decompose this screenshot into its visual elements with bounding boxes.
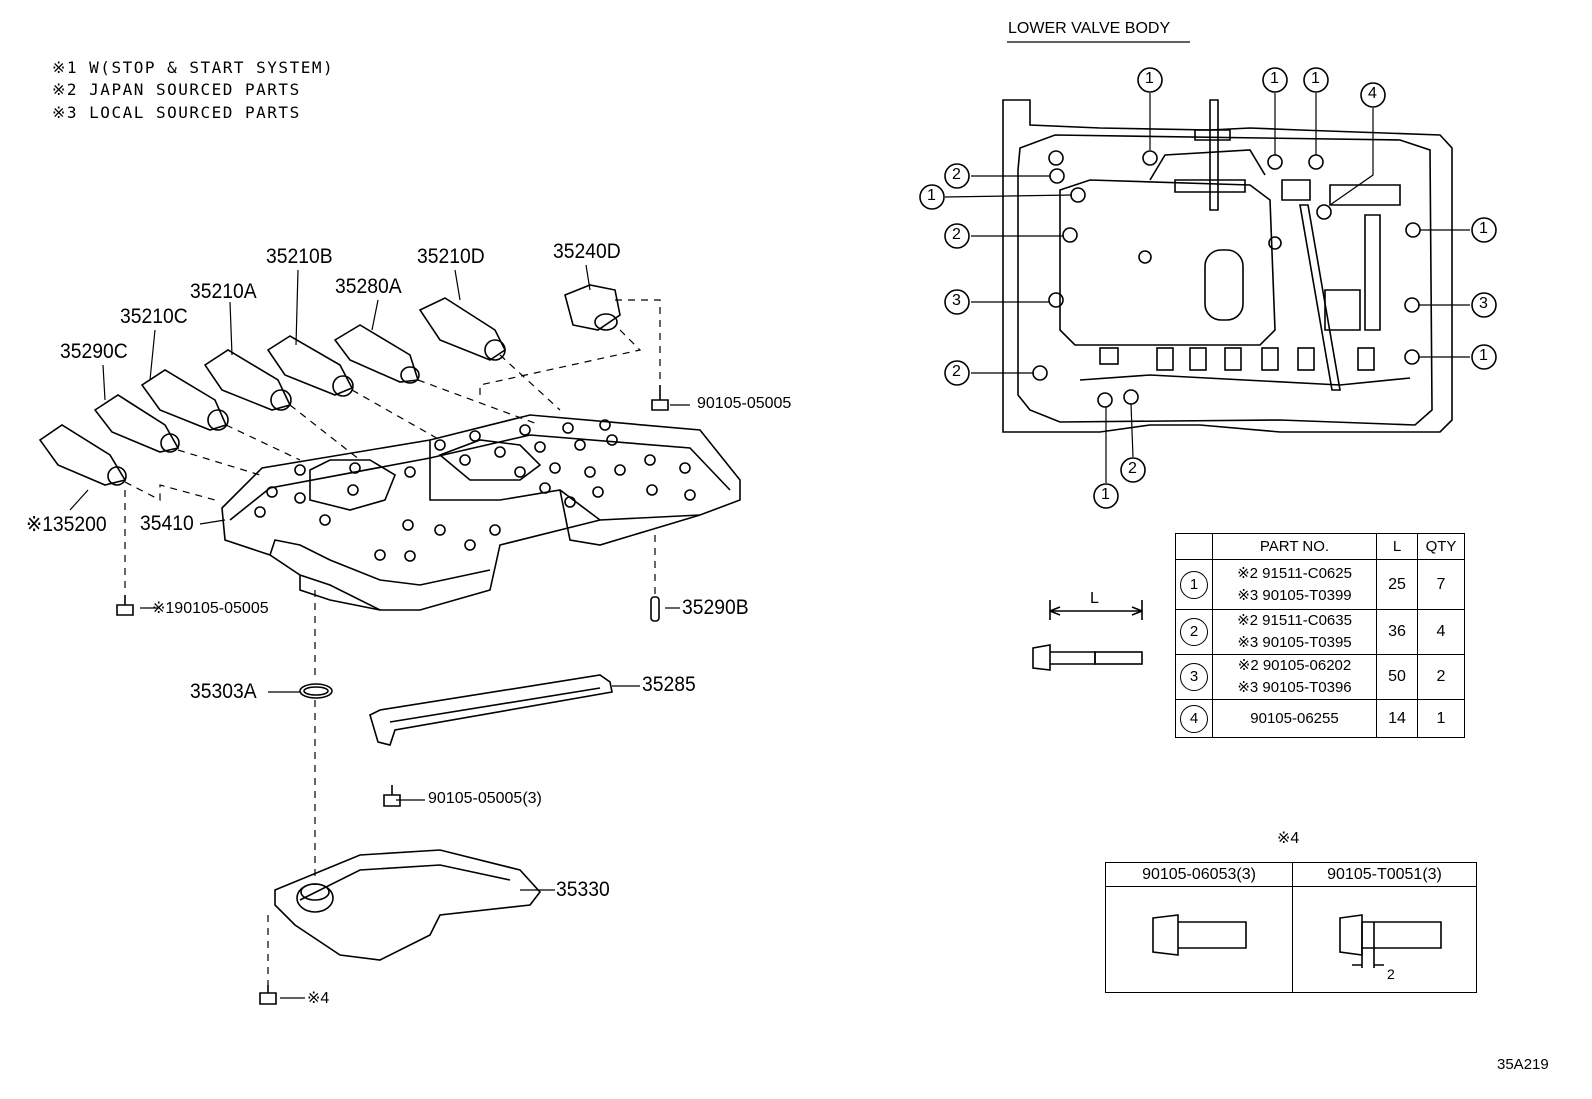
lvb-callout-number: 1 (1479, 347, 1488, 364)
note4-marker: ※4 (1277, 830, 1300, 847)
view-title: LOWER VALVE BODY (1008, 20, 1171, 37)
row-number: 1 (1180, 570, 1208, 599)
label-35285: 35285 (642, 673, 696, 696)
row-number: 3 (1180, 663, 1208, 691)
figure-code: 35A219 (1497, 1056, 1549, 1073)
lvb-callout-number: 1 (1270, 70, 1279, 87)
label-bolt-90105-05005-left: ※190105-05005 (152, 600, 269, 617)
bracket-35285 (369, 674, 613, 746)
bolt-spec-table: PART NO. L QTY 1 ※2 91511-C0625 ※3 90105-… (1175, 533, 1465, 738)
table-row: 4 90105-06255 14 1 (1175, 699, 1465, 738)
table-row: 2 ※2 91511-C0635 ※3 90105-T0395 36 4 (1175, 609, 1465, 655)
part-number: ※3 90105-T0399 (1237, 586, 1352, 604)
strainer-35330 (274, 849, 542, 961)
lvb-callout-number: 1 (1145, 70, 1154, 87)
note4-bolt-table: 90105-06053(3) 90105-T0051(3) (1105, 862, 1477, 993)
label-35200: ※135200 (26, 513, 107, 536)
label-35330: 35330 (556, 878, 610, 901)
lvb-bolt-heads (1032, 150, 1421, 408)
part-number: ※3 90105-T0395 (1237, 634, 1352, 651)
label-35240d: 35240D (553, 240, 621, 263)
col-header-l: L (1376, 533, 1418, 560)
label-35290b: 35290B (682, 596, 749, 619)
qty-value: 1 (1417, 699, 1465, 738)
note4-col-header: 90105-T0051(3) (1292, 862, 1477, 887)
body-bolt-heads (254, 419, 696, 562)
upper-valve-body-drawing (38, 264, 741, 1005)
label-35280a: 35280A (335, 275, 402, 298)
pin-35290b (650, 596, 660, 622)
note4-col-header: 90105-06053(3) (1105, 862, 1293, 887)
lower-valve-body-drawing (919, 41, 1497, 509)
part-number: ※2 91511-C0635 (1237, 612, 1352, 629)
table-corner (1175, 533, 1213, 560)
qty-value: 4 (1417, 609, 1465, 655)
col-header-qty: QTY (1417, 533, 1465, 560)
part-number: ※3 90105-T0396 (1237, 679, 1352, 696)
label-bolt-90105-05005-top: 90105-05005 (697, 395, 792, 412)
bolt-length-dim-label: L (1090, 590, 1099, 607)
bolt-length-sketch (1032, 600, 1143, 671)
label-35210a: 35210A (190, 280, 257, 303)
small-bolts (116, 385, 669, 1005)
lvb-leaders (944, 93, 1470, 483)
lvb-callout-number: 2 (952, 226, 961, 243)
part-number: ※2 90105-06202 (1237, 657, 1352, 674)
lvb-callout-number: 4 (1368, 85, 1377, 102)
row-number: 4 (1180, 704, 1208, 733)
label-35410: 35410 (140, 512, 194, 535)
col-header-part-no: PART NO. (1212, 533, 1377, 560)
note4-dim-label: 2 (1387, 966, 1395, 982)
lvb-callout-number: 1 (927, 187, 936, 204)
label-bolt-90105-05005-3: 90105-05005(3) (428, 790, 542, 807)
label-35210d: 35210D (417, 245, 485, 268)
note-2: ※2 JAPAN SOURCED PARTS (52, 80, 301, 99)
label-note4-bolt: ※4 (307, 990, 330, 1007)
label-35303a: 35303A (190, 680, 257, 703)
length-value: 14 (1376, 699, 1418, 738)
lvb-callout-number: 3 (952, 292, 961, 309)
label-35210b: 35210B (266, 245, 333, 268)
lvb-callout-number: 2 (952, 363, 961, 380)
length-value: 25 (1376, 559, 1418, 610)
table-row: 3 ※2 90105-06202 ※3 90105-T0396 50 2 (1175, 654, 1465, 700)
lvb-circles (919, 67, 1497, 509)
assembly-lines (124, 299, 661, 985)
o-ring-35303a (299, 683, 333, 699)
row-number: 2 (1180, 618, 1208, 646)
table-row: 1 ※2 91511-C0625 ※3 90105-T0399 25 7 (1175, 559, 1465, 610)
label-35290c: 35290C (60, 340, 128, 363)
qty-value: 7 (1417, 559, 1465, 610)
part-number: 90105-06255 (1250, 709, 1339, 727)
length-value: 50 (1376, 654, 1418, 700)
lvb-callout-number: 3 (1479, 295, 1488, 312)
lvb-callout-number: 1 (1101, 486, 1110, 503)
lvb-callout-number: 1 (1479, 220, 1488, 237)
connector-row (1099, 347, 1375, 371)
label-35210c: 35210C (120, 305, 188, 328)
lvb-callout-number: 2 (1128, 460, 1137, 477)
length-value: 36 (1376, 609, 1418, 655)
note-3: ※3 LOCAL SOURCED PARTS (52, 103, 301, 122)
part-number: ※2 91511-C0625 (1237, 564, 1352, 582)
qty-value: 2 (1417, 654, 1465, 700)
note-1: ※1 W(STOP & START SYSTEM) (52, 58, 335, 77)
lvb-callout-number: 2 (952, 166, 961, 183)
leader-lines (69, 264, 690, 999)
lvb-callout-number: 1 (1311, 70, 1320, 87)
